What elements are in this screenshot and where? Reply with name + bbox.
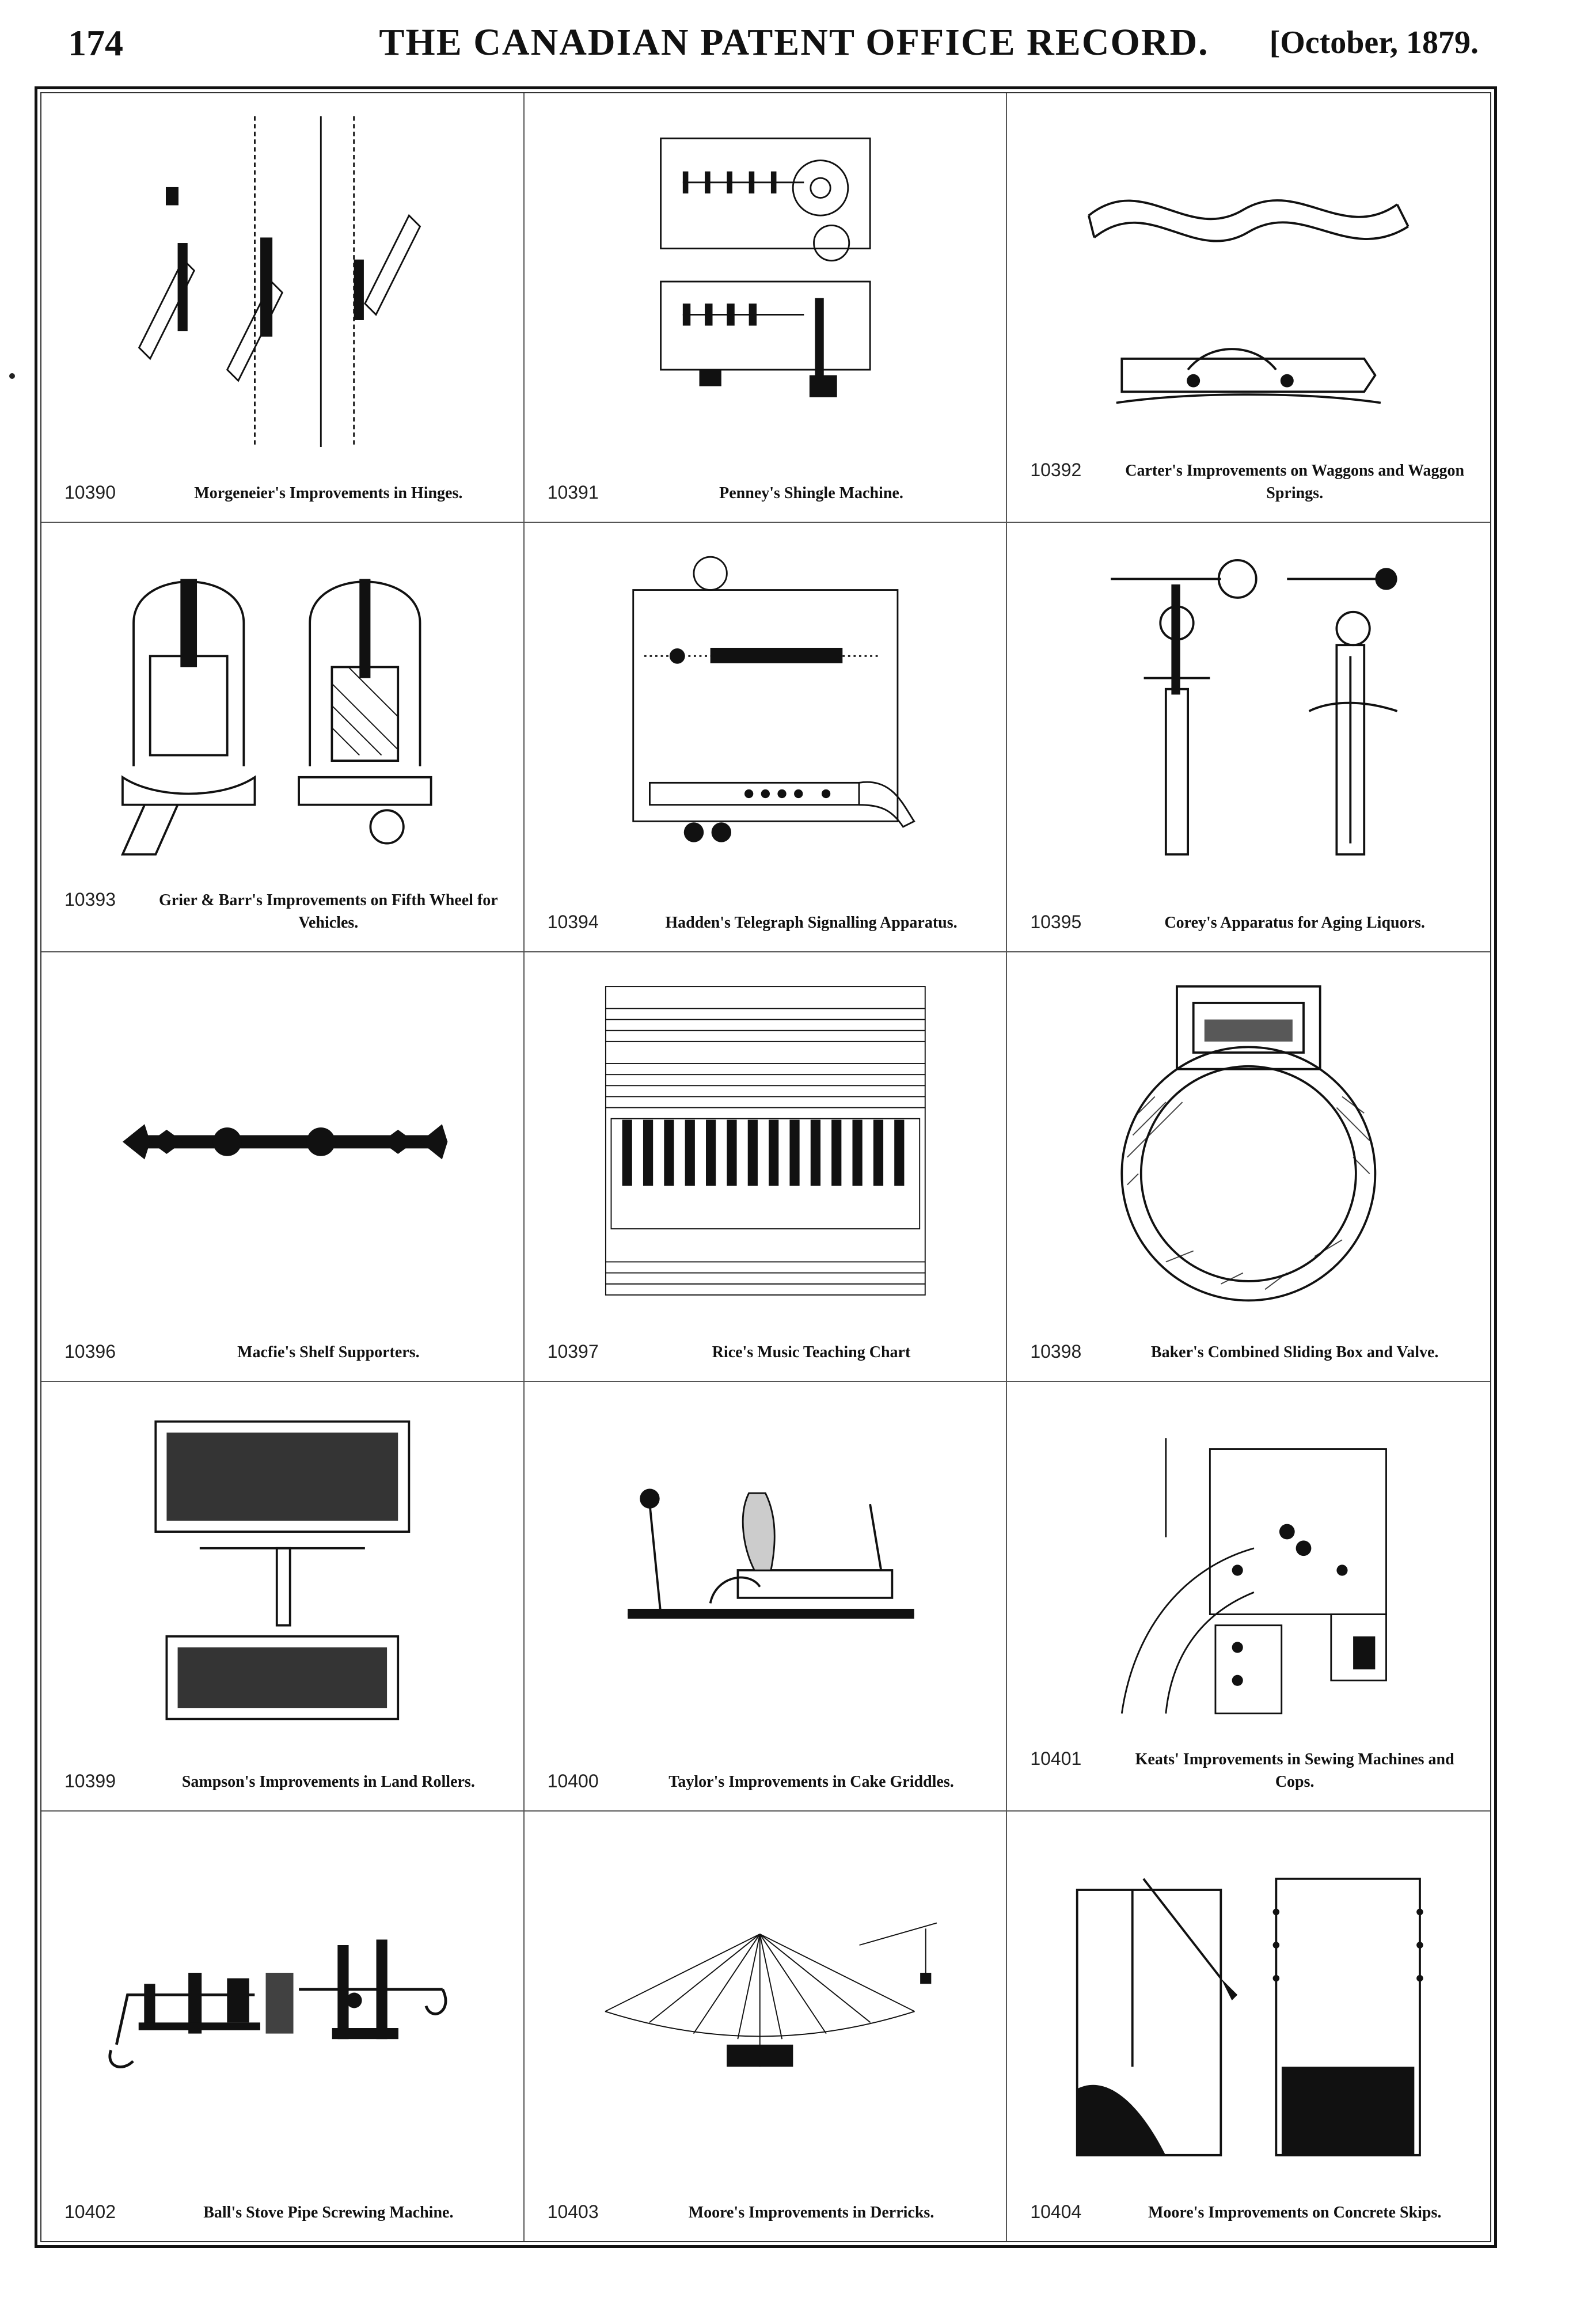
patent-cell: 10399 Sampson's Improvements in Land Roll… — [41, 1382, 525, 1812]
patent-cell: 10390 Morgeneier's Improvements in Hinges… — [41, 93, 525, 523]
patent-caption: Hadden's Telegraph Signalling Apparatus. — [665, 913, 958, 932]
patent-caption: Keats' Improvements in Sewing Machines a… — [1135, 1750, 1454, 1791]
patent-number: 10390 — [64, 481, 116, 503]
patent-caption: Rice's Music Teaching Chart — [712, 1343, 911, 1361]
stove-pipe-machine-drawing-icon — [70, 1835, 495, 2166]
patent-caption: Carter's Improvements on Waggons and Wag… — [1125, 461, 1465, 502]
patent-caption: Grier & Barr's Improvements on Fifth Whe… — [158, 891, 498, 932]
patent-number: 10399 — [64, 1770, 116, 1791]
patent-number: 10403 — [547, 2201, 599, 2222]
shelf-supporter-drawing-icon — [70, 975, 495, 1306]
patent-caption: Taylor's Improvements in Cake Griddles. — [668, 1772, 954, 1791]
hinge-drawing-icon — [70, 116, 495, 447]
patent-number: 10396 — [64, 1341, 116, 1362]
patent-caption: Moore's Improvements on Concrete Skips. — [1148, 2203, 1442, 2222]
patent-caption: Corey's Apparatus for Aging Liquors. — [1164, 913, 1425, 932]
patent-number: 10401 — [1030, 1748, 1082, 1769]
waggon-spring-drawing-icon — [1036, 116, 1461, 447]
patent-number: 10400 — [547, 1770, 599, 1791]
patent-cell: 10398 Baker's Combined Sliding Box and Va… — [1007, 952, 1490, 1382]
patent-cell: 10397 Rice's Music Teaching Chart — [524, 952, 1008, 1382]
outer-frame — [35, 86, 1497, 2248]
patent-caption: Macfie's Shelf Supporters. — [237, 1343, 420, 1361]
patent-cell: 10394 Hadden's Telegraph Signalling Appar… — [524, 523, 1008, 952]
patent-cell: 10402 Ball's Stove Pipe Screwing Machine. — [41, 1812, 525, 2241]
sewing-machine-drawing-icon — [1036, 1405, 1461, 1736]
patent-caption: Morgeneier's Improvements in Hinges. — [194, 484, 463, 502]
patent-number: 10392 — [1030, 459, 1082, 480]
shingle-machine-drawing-icon — [553, 116, 978, 447]
patent-number: 10402 — [64, 2201, 116, 2222]
patent-cell: 10400 Taylor's Improvements in Cake Gridd… — [524, 1382, 1008, 1812]
patent-cell: 10401 Keats' Improvements in Sewing Machi… — [1007, 1382, 1490, 1812]
page-title: THE CANADIAN PATENT OFFICE RECORD. — [379, 21, 1209, 63]
derrick-drawing-icon — [553, 1835, 978, 2166]
patent-caption: Baker's Combined Sliding Box and Valve. — [1150, 1343, 1439, 1361]
land-roller-drawing-icon — [70, 1405, 495, 1736]
fifth-wheel-drawing-icon — [70, 546, 495, 876]
patent-cell: 10392 Carter's Improvements on Waggons an… — [1007, 93, 1490, 523]
patent-cell: 10396 Macfie's Shelf Supporters. — [41, 952, 525, 1382]
telegraph-apparatus-drawing-icon — [553, 546, 978, 876]
cake-griddle-drawing-icon — [553, 1405, 978, 1736]
concrete-skip-drawing-icon — [1036, 1835, 1461, 2166]
margin-mark — [9, 373, 15, 379]
patent-number: 10404 — [1030, 2201, 1082, 2222]
patent-caption: Penney's Shingle Machine. — [719, 484, 903, 502]
inner-frame — [40, 92, 1491, 2242]
patent-cell: 10393 Grier & Barr's Improvements on Fift… — [41, 523, 525, 952]
issue-date: [October, 1879. — [1269, 25, 1479, 60]
page-header: 174 THE CANADIAN PATENT OFFICE RECORD. [… — [0, 0, 1588, 86]
patent-number: 10394 — [547, 911, 599, 932]
patent-caption: Moore's Improvements in Derricks. — [688, 2203, 934, 2222]
patent-cell: 10395 Corey's Apparatus for Aging Liquors… — [1007, 523, 1490, 952]
patent-number: 10391 — [547, 481, 599, 503]
patent-number: 10395 — [1030, 911, 1082, 932]
music-chart-drawing-icon — [553, 975, 978, 1306]
patent-number: 10397 — [547, 1341, 599, 1362]
patent-cell: 10404 Moore's Improvements on Concrete Sk… — [1007, 1812, 1490, 2241]
patent-number: 10398 — [1030, 1341, 1082, 1362]
sliding-box-valve-drawing-icon — [1036, 975, 1461, 1306]
patent-cell: 10391 Penney's Shingle Machine. — [524, 93, 1008, 523]
page-number: 174 — [68, 22, 123, 63]
patent-grid: 10390 Morgeneier's Improvements in Hinges… — [41, 93, 1490, 2241]
patent-caption: Sampson's Improvements in Land Rollers. — [181, 1772, 475, 1791]
liquor-aging-apparatus-drawing-icon — [1036, 546, 1461, 876]
patent-cell: 10403 Moore's Improvements in Derricks. — [525, 1812, 1008, 2241]
patent-caption: Ball's Stove Pipe Screwing Machine. — [203, 2203, 454, 2222]
patent-number: 10393 — [64, 888, 116, 910]
